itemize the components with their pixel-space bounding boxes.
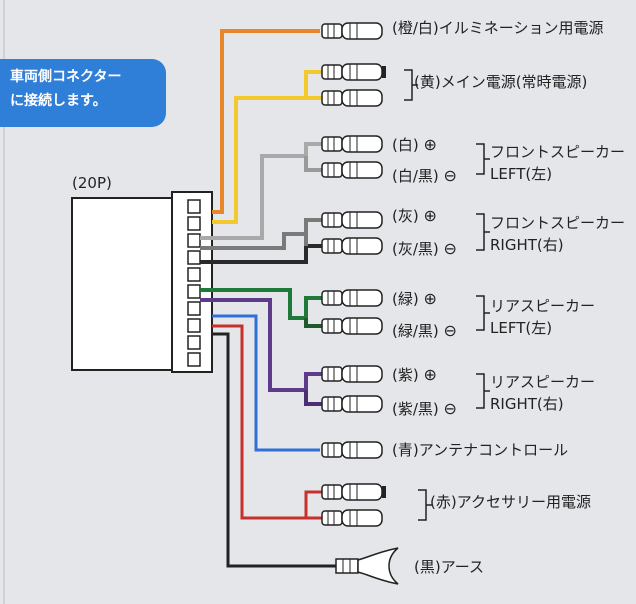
- wire-white: [200, 142, 322, 240]
- wire-label-purple-black: (紫/黒) ⊖: [392, 399, 457, 419]
- wire-paths: [200, 29, 336, 568]
- wire-gray-black: [200, 244, 322, 264]
- connector-pin: [187, 335, 201, 350]
- terminal-connector: [321, 89, 383, 107]
- wire-label-orange: (橙/白)イルミネーション用電源: [392, 19, 604, 37]
- connector-pin: [187, 233, 201, 248]
- wire-label-green-black: (緑/黒) ⊖: [392, 321, 457, 341]
- terminal-connector: [321, 483, 386, 501]
- wire-green: [200, 288, 322, 320]
- wire-label-blue: (青)アンテナコントロール: [392, 441, 569, 459]
- wire-gray: [200, 218, 322, 250]
- wire-label-black: (黒)アース: [414, 558, 485, 576]
- wire-yellow: [212, 70, 322, 224]
- terminal-connector: [321, 441, 383, 459]
- terminals: [321, 22, 399, 585]
- connector-pin: [187, 267, 201, 282]
- minus-mark: ⊖: [443, 321, 457, 340]
- terminal-connector: [321, 63, 386, 81]
- plus-mark: ⊕: [423, 206, 437, 225]
- terminal-connector: [321, 289, 383, 307]
- terminal-connector: [321, 211, 383, 229]
- wire-purple-black: [304, 390, 322, 406]
- terminal-connector: [321, 317, 383, 335]
- bracket: [476, 373, 485, 409]
- wire-label-purple: (紫) ⊕: [392, 365, 437, 385]
- connector-pin: [187, 216, 201, 231]
- connector-pin: [187, 318, 201, 333]
- wire-orange: [212, 29, 320, 214]
- wire-red: [212, 324, 322, 520]
- bracket: [476, 143, 485, 175]
- callout-line-1: 車両側コネクター: [10, 69, 122, 85]
- connector-pin: [187, 250, 201, 265]
- terminal-connector: [321, 237, 383, 255]
- bracket: [476, 295, 485, 331]
- wire-label-green: (緑) ⊕: [392, 289, 437, 309]
- terminal-connector: [321, 161, 383, 179]
- wire-label-gray: (灰) ⊕: [392, 206, 437, 226]
- terminal-connector: [321, 22, 383, 40]
- group-brackets: [404, 69, 490, 521]
- wire-green-black: [304, 318, 322, 328]
- minus-mark: ⊖: [443, 166, 457, 185]
- bracket: [476, 213, 485, 251]
- wire-white-black: [304, 156, 322, 172]
- callout-box: 車両側コネクター に接続します。: [0, 59, 166, 127]
- connector-pin: [187, 284, 201, 299]
- terminal-connector: [321, 365, 383, 383]
- terminal-connector: [321, 395, 383, 413]
- bracket: [404, 69, 413, 101]
- wire-label-red: (赤)アクセサリー用電源: [430, 493, 591, 511]
- minus-mark: ⊖: [443, 399, 457, 418]
- terminal-connector: [321, 509, 383, 527]
- wire-label-white: (白) ⊕: [392, 135, 437, 155]
- wire-label-gray-black: (灰/黒) ⊖: [392, 239, 457, 259]
- wire-black: [212, 332, 336, 568]
- callout-line-2: に接続します。: [10, 93, 107, 109]
- ground-spade-terminal: [335, 547, 399, 585]
- wire-label-white-black: (白/黒) ⊖: [392, 166, 457, 186]
- wire-label-yellow: (黄)メイン電源(常時電源): [414, 73, 588, 91]
- plus-mark: ⊕: [423, 135, 437, 154]
- plus-mark: ⊕: [423, 289, 437, 308]
- bracket: [418, 489, 427, 521]
- wire-purple: [200, 298, 322, 392]
- connector-pin: [187, 352, 201, 367]
- terminal-connector: [321, 135, 383, 153]
- connector-pins: [187, 199, 201, 367]
- minus-mark: ⊖: [443, 239, 457, 258]
- connector-pin: [187, 301, 201, 316]
- plus-mark: ⊕: [423, 365, 437, 384]
- wire-blue: [212, 314, 320, 452]
- connector-label: (20P): [72, 174, 112, 192]
- connector-pin: [187, 199, 201, 214]
